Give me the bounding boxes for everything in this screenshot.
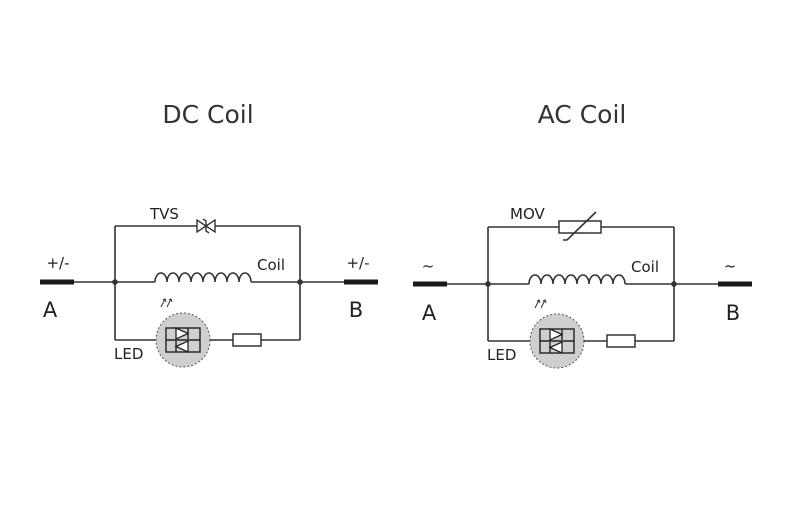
ac-led-symbol — [529, 313, 585, 369]
dc-terminal-b-symbol: +/- — [346, 254, 369, 272]
ac-mov-label: MOV — [510, 205, 545, 223]
ac-terminal-a-symbol: ~ — [422, 257, 435, 275]
ac-coil-title: AC Coil — [538, 100, 627, 129]
dc-terminal-b-label: B — [349, 298, 363, 322]
ac-terminal-a-label: A — [422, 301, 437, 325]
dc-coil-title: DC Coil — [162, 100, 253, 129]
ac-led-label: LED — [487, 346, 516, 364]
dc-terminal-a-label: A — [43, 298, 58, 322]
tvs-diode-symbol — [196, 218, 216, 234]
ac-coil-label: Coil — [631, 258, 659, 276]
dc-led-light-arrows — [160, 298, 173, 308]
dc-terminal-a-symbol: +/- — [46, 254, 69, 272]
ac-coil-circuit: AC Coil ~ A ~ B MOV Coil — [413, 100, 752, 369]
dc-coil-circuit: DC Coil +/- A +/- B TVS Coil — [40, 100, 378, 368]
ac-resistor-symbol — [606, 334, 636, 348]
mov-varistor-slash — [563, 211, 597, 241]
ac-led-light-arrows — [534, 299, 547, 309]
dc-resistor-symbol — [232, 333, 262, 347]
dc-coil-label: Coil — [257, 256, 285, 274]
dc-coil-symbol — [154, 272, 252, 283]
dc-led-symbol — [155, 312, 211, 368]
ac-terminal-b-symbol: ~ — [724, 257, 737, 275]
ac-coil-symbol — [528, 274, 626, 285]
dc-tvs-label: TVS — [149, 205, 179, 223]
ac-terminal-b-label: B — [726, 301, 740, 325]
dc-led-label: LED — [114, 345, 143, 363]
